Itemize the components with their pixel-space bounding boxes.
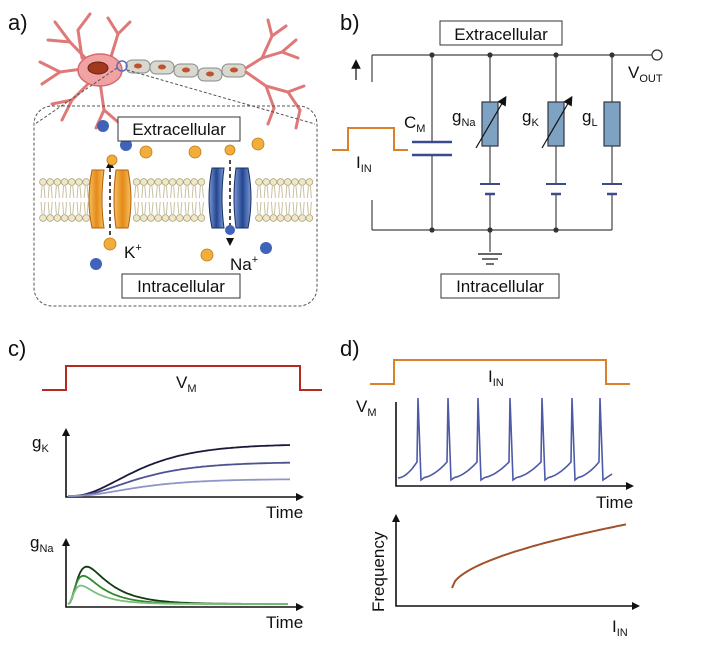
intracellular-box (121, 273, 241, 299)
vout-terminal-icon (651, 49, 663, 61)
vm-label-d: VM (356, 397, 377, 419)
battery-icons (480, 183, 622, 196)
gk-curve-3 (68, 478, 291, 497)
panel-a: a) (8, 10, 318, 307)
gk-curve-1 (68, 444, 291, 497)
gna-curve-1 (67, 565, 288, 605)
gk-label-c: gK (32, 433, 49, 455)
panel-c-letter: c) (8, 336, 26, 361)
intracellular-label-b: Intracellular (456, 277, 544, 296)
gl-label-b: gL (582, 107, 598, 129)
iin-label-b: IIN (356, 153, 372, 175)
membrane-icon (39, 178, 314, 222)
junction-dots (429, 52, 615, 233)
gna-label-c: gNa (30, 533, 54, 555)
gna-label-b: gNa (452, 107, 476, 129)
gl-resistor-icon (603, 101, 621, 147)
frequency-curve (451, 523, 627, 589)
iin-label-d: IIN (488, 367, 504, 389)
spike-trace (397, 397, 613, 482)
gk-label-b: gK (522, 107, 539, 129)
intracellular-label: Intracellular (137, 277, 225, 296)
time-label-c2: Time (266, 613, 303, 632)
vm-label-c: VM (176, 373, 197, 395)
gna-curve-2 (67, 574, 288, 605)
na-channel-icon (208, 160, 252, 246)
panel-d: d) IIN VM Time Frequency IIN (340, 336, 640, 639)
gk-curves (68, 444, 291, 497)
gk-axes (65, 430, 300, 498)
vout-label: VOUT (628, 63, 663, 85)
cm-label: CM (404, 113, 425, 135)
gna-curves (67, 565, 288, 605)
spike-axes (395, 402, 630, 487)
gk-curve-2 (68, 461, 290, 497)
time-label-d: Time (596, 493, 633, 512)
capacitor-icon (412, 140, 452, 157)
gna-curve-3 (67, 584, 288, 605)
k-channel-icon (88, 160, 132, 238)
extracellular-label: Extracellular (132, 120, 226, 139)
iin-xlabel-d: IIN (612, 617, 628, 639)
intracellular-box-b (440, 273, 560, 299)
vm-step-trace (42, 365, 322, 391)
iin-pulse-icon (332, 127, 408, 151)
time-label-c1: Time (266, 503, 303, 522)
gk-variable-arrow-icon (541, 95, 573, 149)
panel-c: c) VM gK Time gNa Time (8, 336, 322, 632)
freq-axes (395, 518, 636, 607)
na-ion-label: Na+ (230, 254, 258, 274)
ions-icon (90, 120, 272, 270)
panel-a-letter: a) (8, 10, 28, 35)
iin-step-trace (370, 359, 630, 385)
ground-icon (478, 253, 502, 265)
gna-variable-arrow-icon (475, 95, 507, 149)
extracellular-box (117, 116, 241, 142)
zoom-box (33, 105, 318, 307)
k-ion-label: K+ (124, 242, 142, 262)
gna-axes (65, 540, 300, 608)
neuron-icon (34, 12, 316, 130)
extracellular-label-b: Extracellular (454, 25, 548, 44)
extracellular-box-b (439, 20, 563, 46)
panel-b: b) Extracellular VOU (332, 10, 663, 299)
circuit-wires (371, 54, 652, 252)
panel-b-letter: b) (340, 10, 360, 35)
panel-d-letter: d) (340, 336, 360, 361)
frequency-label: Frequency (369, 531, 388, 612)
